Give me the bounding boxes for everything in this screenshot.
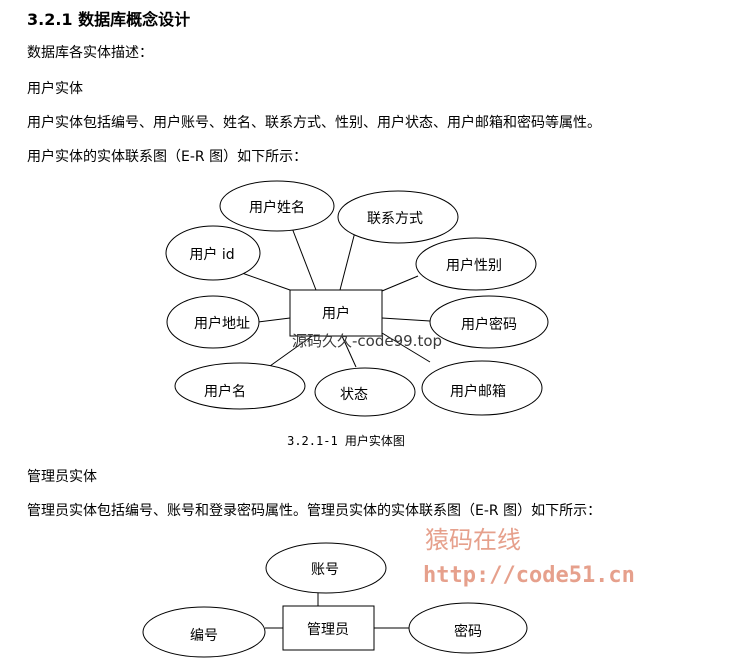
admin-entity-box xyxy=(282,605,375,651)
attr-username-ellipse xyxy=(174,362,306,410)
watermark-code51-url: http://code51.cn xyxy=(423,563,635,588)
user-diagram-caption: 3.2.1-1 用户实体图 xyxy=(287,433,405,448)
attr-email: 用户邮箱 xyxy=(450,383,506,400)
attr-status: 状态 xyxy=(340,387,368,403)
user-entity-heading: 用户实体 xyxy=(27,81,83,97)
attr-user-name: 用户姓名 xyxy=(249,199,305,216)
user-entity-description: 用户实体包括编号、用户账号、姓名、联系方式、性别、用户状态、用户邮箱和密码等属性… xyxy=(27,115,601,131)
user-er-intro: 用户实体的实体联系图（E-R 图）如下所示： xyxy=(27,149,308,165)
attr-admin-account: 账号 xyxy=(311,562,339,578)
attr-contact-ellipse xyxy=(337,190,459,244)
attr-admin-number: 编号 xyxy=(190,628,218,644)
watermark-code51-title: 猿码在线 xyxy=(425,526,521,554)
watermark-code99: 源码久久-code99.top xyxy=(292,332,442,350)
admin-entity-label: 管理员 xyxy=(307,622,349,638)
attr-gender: 用户性别 xyxy=(446,257,502,274)
user-entity-box xyxy=(289,289,383,337)
attr-contact: 联系方式 xyxy=(367,211,423,227)
attr-user-name-ellipse xyxy=(219,180,335,232)
intro-text: 数据库各实体描述： xyxy=(27,45,153,61)
section-title: 3.2.1 数据库概念设计 xyxy=(27,10,191,29)
attr-username: 用户名 xyxy=(204,383,246,400)
attr-password: 用户密码 xyxy=(461,316,517,333)
admin-entity-description: 管理员实体包括编号、账号和登录密码属性。管理员实体的实体联系图（E-R 图）如下… xyxy=(27,503,602,519)
attr-gender-ellipse xyxy=(415,237,537,291)
attr-admin-number-ellipse xyxy=(142,606,266,658)
attr-admin-password: 密码 xyxy=(454,623,482,640)
attr-address: 用户地址 xyxy=(194,315,250,332)
admin-entity-heading: 管理员实体 xyxy=(27,469,97,485)
attr-address-ellipse xyxy=(166,295,260,349)
attr-user-id: 用户 id xyxy=(189,246,234,263)
user-er-connectors xyxy=(241,227,431,368)
attr-status-ellipse xyxy=(314,367,416,417)
attr-admin-account-ellipse xyxy=(265,542,387,594)
user-entity-label: 用户 xyxy=(322,305,350,322)
attr-user-id-ellipse xyxy=(165,225,261,281)
attr-admin-password-ellipse xyxy=(408,602,528,654)
attr-password-ellipse xyxy=(429,295,549,349)
attr-email-ellipse xyxy=(421,360,543,416)
